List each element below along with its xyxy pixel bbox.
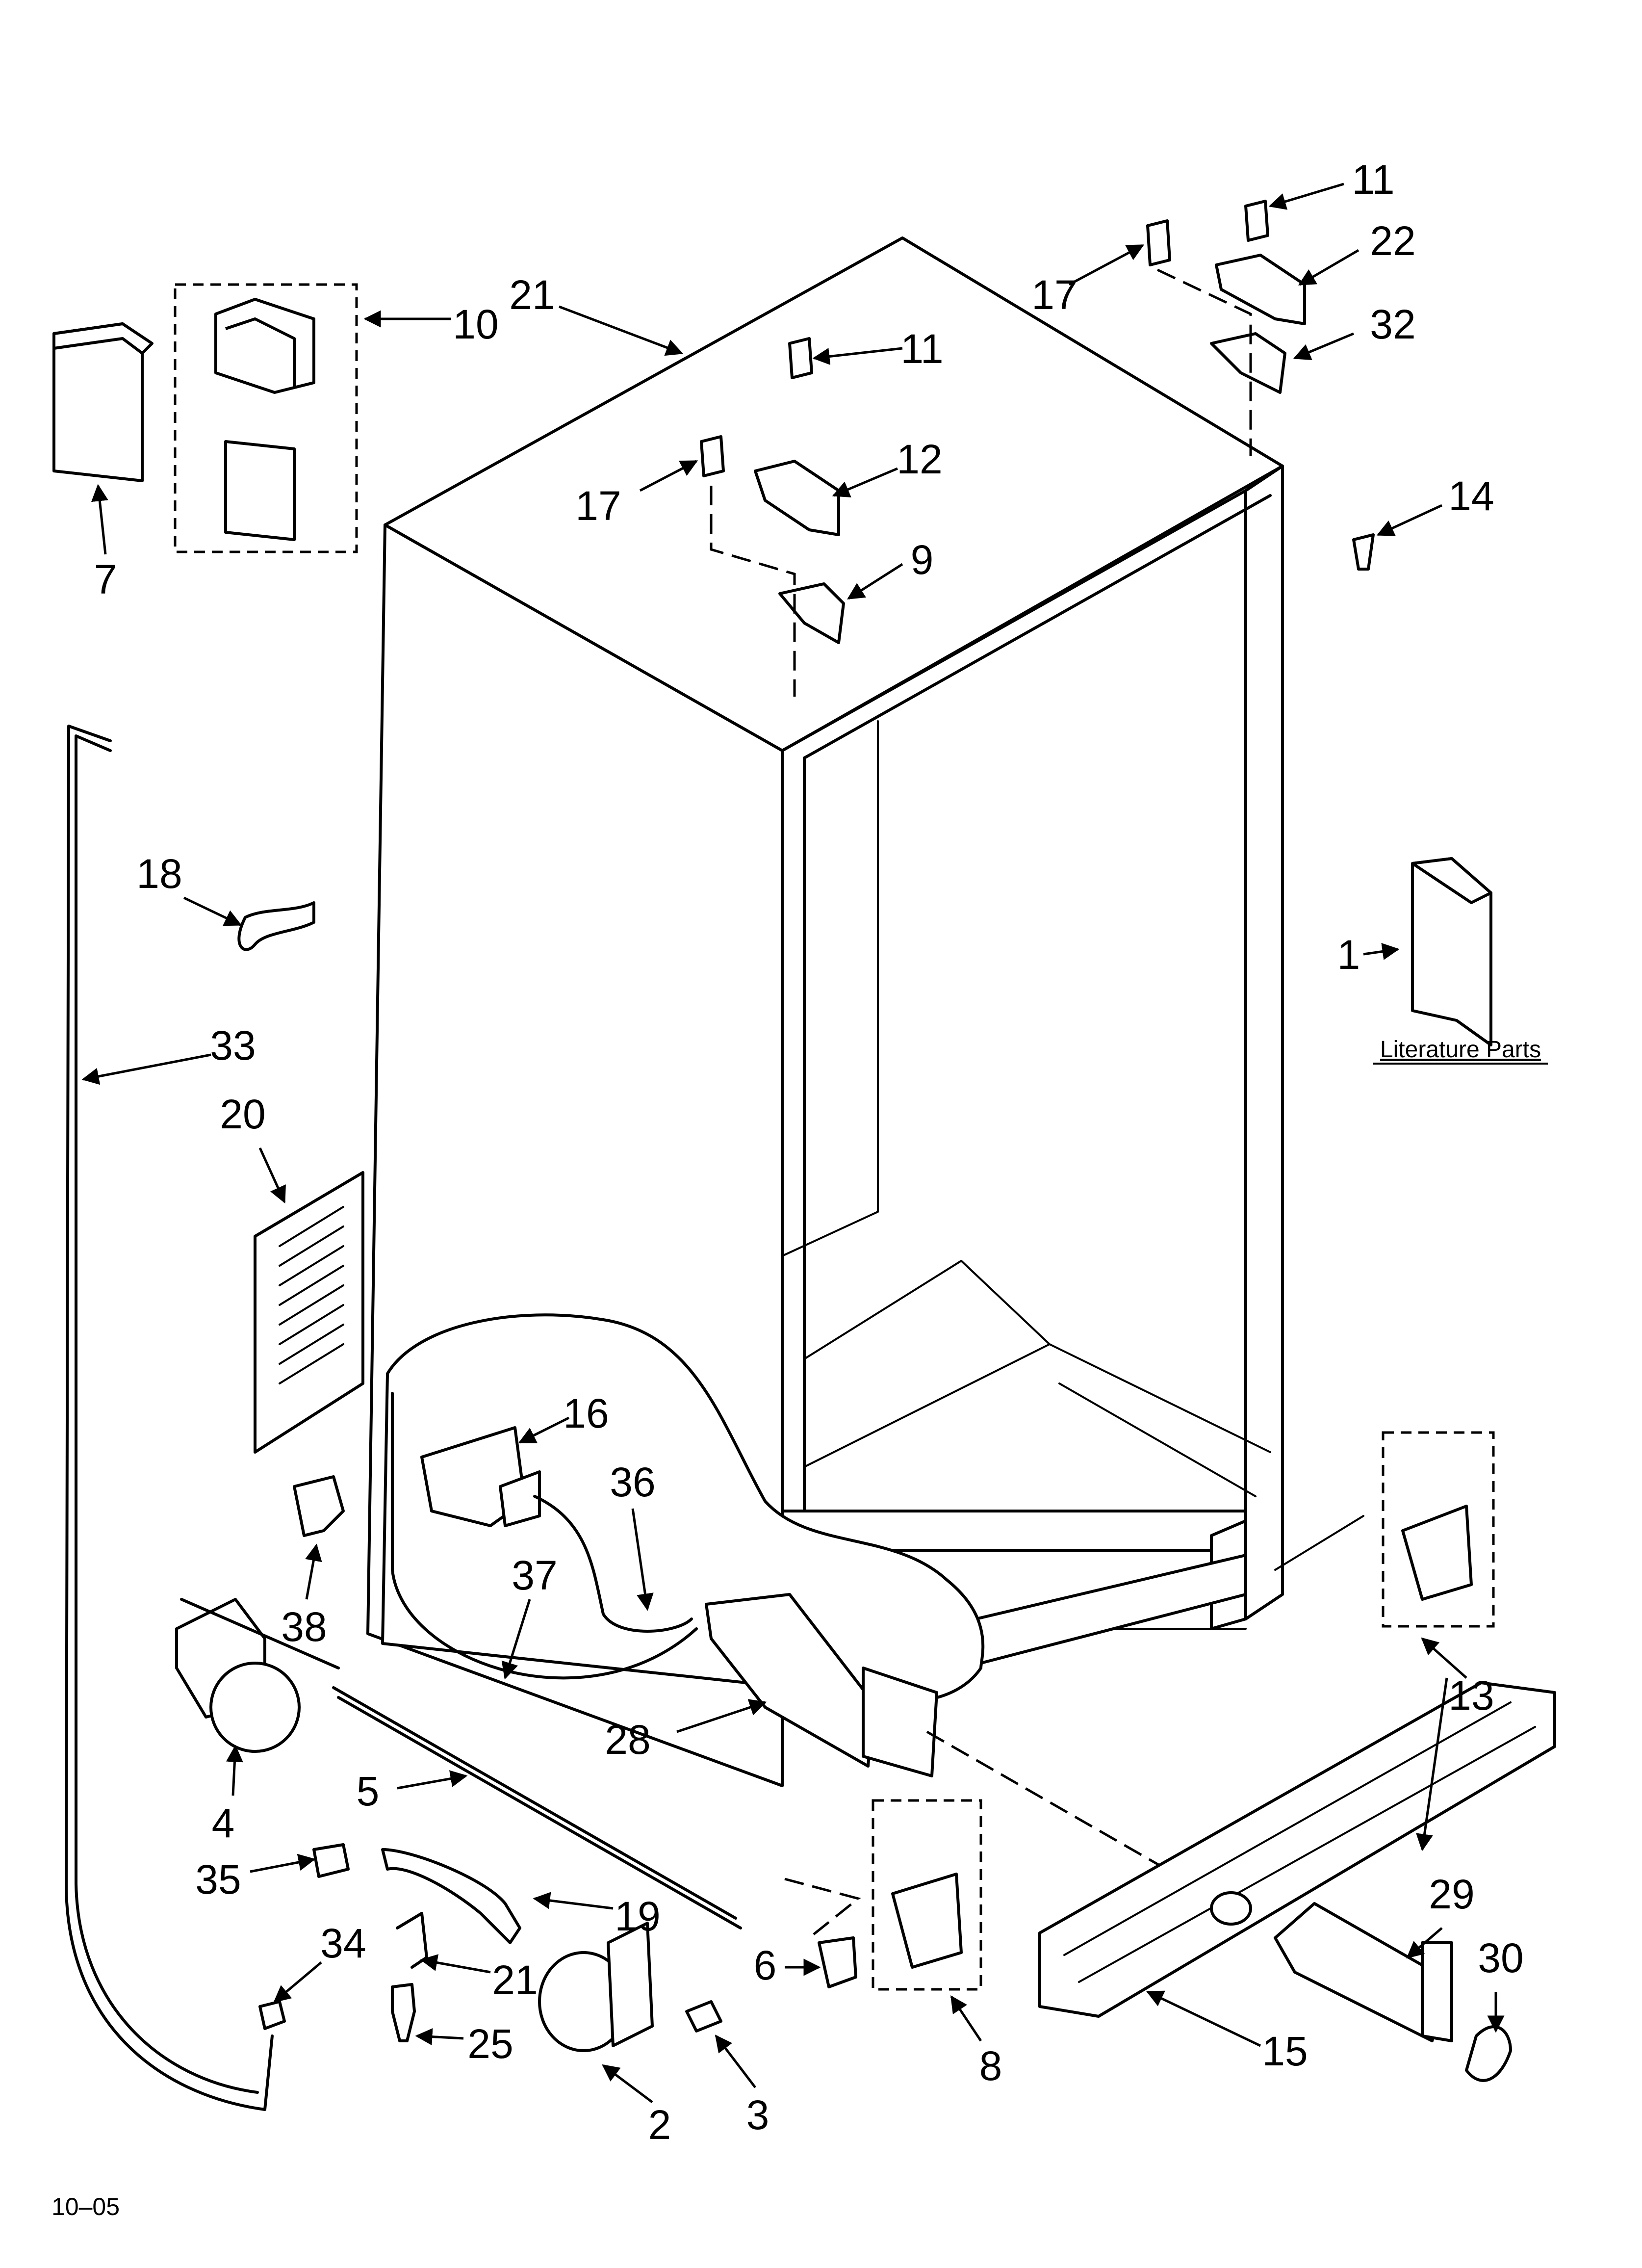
part-10-group-box <box>174 283 358 553</box>
part-1-literature <box>1411 857 1492 1046</box>
callout-23: 22 <box>1370 218 1415 264</box>
callout-3: 3 <box>746 2092 770 2138</box>
part-20-clamp <box>396 1912 428 1969</box>
part-8-hinge-bracket <box>891 1873 963 1969</box>
callout-4: 4 <box>212 1800 235 1846</box>
part-37-wire <box>391 1392 698 1680</box>
callout-5: 5 <box>357 1768 380 1814</box>
part-18-clip <box>237 901 315 951</box>
part-21-louver-panel <box>254 1171 364 1454</box>
callout-leaders <box>81 182 1505 2103</box>
part-6-clip <box>818 1936 857 1988</box>
callout-17-top: 17 <box>1031 272 1077 318</box>
part-33-water-tube <box>65 725 274 2111</box>
callout-20: 21 <box>492 1957 538 2003</box>
callout-38: 38 <box>281 1604 327 1650</box>
callout-labels: 21 10 7 11 12 17 9 11 22 17 32 14 18 33 … <box>94 156 1524 2148</box>
part-13-group-box <box>1382 1431 1495 1628</box>
callout-33: 33 <box>210 1022 256 1069</box>
part-10-bracket <box>214 298 315 541</box>
callout-13: 13 <box>1448 1672 1494 1719</box>
callout-10: 10 <box>453 301 498 347</box>
callout-2: 2 <box>648 2102 671 2148</box>
part-4-roller <box>175 1598 340 1753</box>
part-19-tube-fitting <box>381 1848 521 1944</box>
part-32-hinge <box>1210 332 1286 394</box>
footer-code: 10–05 <box>51 2193 120 2220</box>
part-16-valve <box>420 1426 541 1527</box>
callout-14: 14 <box>1448 473 1494 519</box>
callout-25: 25 <box>467 2021 513 2067</box>
part-14-plug <box>1352 533 1375 571</box>
part-13-hinge-bracket <box>1401 1505 1473 1601</box>
callout-29: 29 <box>1429 1871 1474 1917</box>
part-38-bracket <box>293 1475 345 1537</box>
part-30-filter-cap <box>1465 2025 1512 2082</box>
part-36-wire <box>533 1495 693 1633</box>
callout-17-mid: 17 <box>575 483 621 529</box>
part-28-filter-housing <box>705 1593 938 1777</box>
part-25-screw <box>391 1983 416 2042</box>
part-5-threaded-rod <box>332 1686 742 1929</box>
part-35-bushing <box>312 1843 350 1878</box>
part-12-hinge-cover <box>754 460 840 536</box>
callout-28: 28 <box>605 1717 650 1763</box>
part-17-screw-top <box>1146 219 1171 266</box>
part-2-roller-assembly <box>538 1922 654 2052</box>
callout-7: 7 <box>94 556 117 602</box>
callout-1: 1 <box>1337 932 1360 978</box>
callout-21: 20 <box>220 1091 265 1137</box>
callout-9: 9 <box>911 537 934 583</box>
part-17-screw-mid <box>700 435 725 477</box>
callout-36: 36 <box>610 1459 655 1505</box>
callout-19: 19 <box>615 1893 660 1939</box>
callout-18: 18 <box>136 851 182 897</box>
callout-22: 21 <box>509 272 555 318</box>
callout-15: 15 <box>1262 2028 1308 2074</box>
callout-11-top: 11 <box>1352 156 1394 203</box>
part-3-screw <box>685 2000 722 2033</box>
part-8-group-box <box>872 1799 982 1991</box>
callout-35: 35 <box>195 1856 241 1903</box>
callout-6: 6 <box>754 1942 777 1988</box>
callout-8: 8 <box>979 2043 1002 2089</box>
part-11-screw-top <box>1244 200 1269 242</box>
cabinet-cutaway <box>381 1313 985 1703</box>
callout-12: 12 <box>897 436 942 482</box>
part-7-cover <box>52 322 154 482</box>
part-11-screw-mid <box>788 337 813 379</box>
callout-34: 34 <box>320 1920 366 1966</box>
part-23-hinge-cover <box>1215 254 1306 325</box>
callout-16: 16 <box>563 1390 609 1436</box>
part-29-water-filter <box>1274 1902 1453 2042</box>
callout-30: 30 <box>1478 1935 1523 1981</box>
callout-37: 37 <box>512 1552 557 1598</box>
literature-parts-caption: Literature Parts <box>1380 1037 1541 1063</box>
callout-32: 32 <box>1370 301 1415 347</box>
callout-11-mid: 11 <box>900 326 943 372</box>
part-34-nut <box>258 2000 286 2030</box>
